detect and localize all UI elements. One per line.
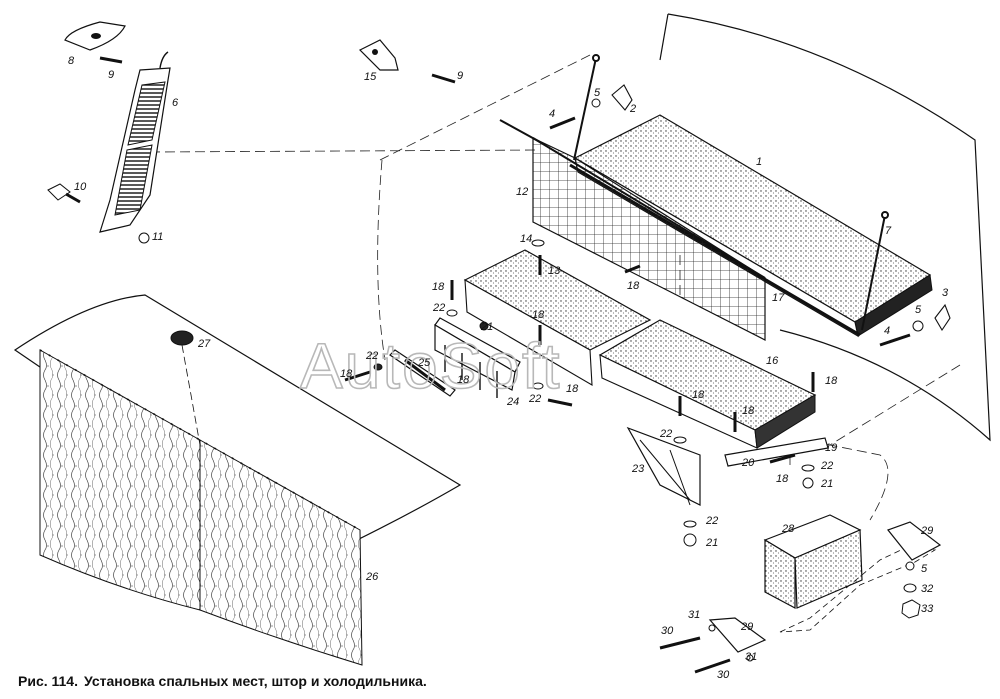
callout-28: 28 [781, 523, 795, 535]
callout-19: 19 [825, 442, 837, 454]
callout-27: 27 [197, 338, 211, 350]
callout-5: 5 [915, 304, 922, 316]
callout-18: 18 [692, 389, 705, 401]
ladder-bracket [64, 21, 171, 233]
callout-30: 30 [717, 669, 730, 681]
callout-6: 6 [172, 97, 179, 109]
callout-labels: 1 2 3 4 4 5 5 5 6 7 8 9 9 10 11 12 13 14… [68, 55, 949, 681]
lower-bunk-cushions [463, 249, 817, 449]
callout-22: 22 [705, 515, 718, 527]
callout-22: 22 [528, 393, 541, 405]
callout-5: 5 [594, 87, 601, 99]
callout-18: 18 [340, 368, 353, 380]
fasteners [47, 56, 924, 674]
callout-13: 13 [548, 265, 561, 277]
callout-22: 22 [432, 302, 445, 314]
small-brackets [611, 84, 951, 332]
callout-31: 31 [745, 651, 757, 663]
callout-18: 18 [742, 405, 755, 417]
figure-title: Установка спальных мест, штор и холодиль… [84, 673, 427, 689]
callout-2: 2 [629, 103, 636, 115]
callout-29: 29 [740, 621, 753, 633]
callout-21: 21 [820, 478, 833, 490]
callout-7: 7 [885, 225, 892, 237]
callout-32: 32 [921, 583, 933, 595]
callout-18: 18 [432, 281, 445, 293]
callout-25: 25 [417, 357, 431, 369]
callout-9: 9 [457, 70, 463, 82]
callout-22: 22 [659, 428, 672, 440]
callout-20: 20 [741, 457, 755, 469]
callout-18: 18 [776, 473, 789, 485]
callout-22: 22 [820, 460, 833, 472]
ventilation-plug [170, 330, 201, 446]
callout-22: 22 [365, 350, 378, 362]
callout-18: 18 [532, 309, 545, 321]
callout-4: 4 [549, 108, 555, 120]
callout-23: 23 [631, 463, 645, 475]
callout-9: 9 [108, 69, 114, 81]
refrigerator [763, 514, 937, 633]
callout-16: 16 [766, 355, 779, 367]
callout-14: 14 [520, 233, 532, 245]
callout-10: 10 [74, 181, 87, 193]
support-straps [573, 54, 889, 331]
callout-5: 5 [921, 563, 928, 575]
callout-1: 1 [756, 156, 762, 168]
callout-12: 12 [516, 186, 528, 198]
callout-24: 24 [506, 396, 519, 408]
callout-21: 21 [705, 537, 718, 549]
cab-rear-wall-panel [659, 13, 991, 442]
callout-18: 18 [627, 280, 640, 292]
callout-33: 33 [921, 603, 934, 615]
refrigerator-mounts [708, 521, 942, 653]
safety-net [499, 119, 766, 341]
upper-mounting-bracket [358, 39, 399, 71]
figure-number: Рис. 114. [18, 673, 78, 689]
figure-caption: Рис. 114. Установка спальных мест, штор и… [18, 673, 433, 689]
callout-3: 3 [942, 287, 949, 299]
callout-4: 4 [884, 325, 890, 337]
callout-18: 18 [566, 383, 579, 395]
curtain [39, 349, 363, 666]
callout-26: 26 [365, 571, 379, 583]
callout-18: 18 [457, 374, 470, 386]
callout-15: 15 [364, 71, 377, 83]
callout-31: 31 [688, 609, 700, 621]
callout-11: 11 [152, 231, 163, 243]
watermark: AutoSoft [300, 330, 562, 402]
callout-18: 18 [825, 375, 838, 387]
callout-8: 8 [68, 55, 75, 67]
callout-21: 21 [480, 321, 493, 333]
callout-29: 29 [920, 525, 933, 537]
callout-17: 17 [772, 292, 785, 304]
callout-30: 30 [661, 625, 674, 637]
